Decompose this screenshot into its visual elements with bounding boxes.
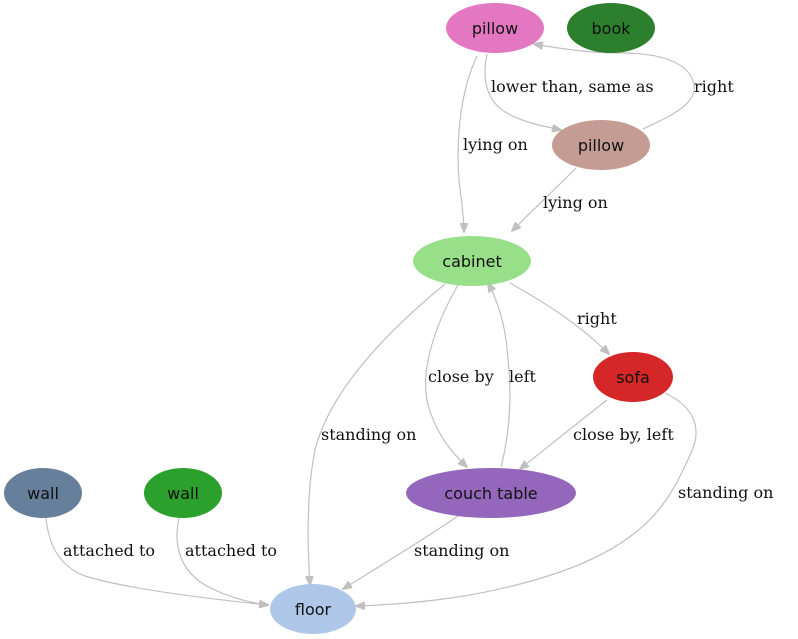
edge-label-close-by: close by [428, 367, 494, 386]
edge-sofa-couch-table [520, 399, 608, 469]
edge-label-attached-to-1: attached to [63, 541, 155, 560]
node-floor-shape [270, 584, 356, 634]
edge-label-attached-to-2: attached to [185, 541, 277, 560]
node-floor[interactable]: floor [270, 584, 356, 634]
edge-sofa-floor [356, 392, 697, 606]
edge-label-standing-on-cabinet: standing on [321, 425, 416, 444]
node-cabinet-shape [413, 236, 531, 286]
edge-labels: lower than, same as right lying on lying… [63, 77, 773, 560]
edge-label-lower-than-same-as: lower than, same as [491, 77, 654, 96]
edge-couch-table-cabinet [488, 283, 511, 468]
edge-wall2-floor [176, 517, 268, 605]
edge-label-close-by-left: close by, left [573, 425, 674, 444]
node-pillow-top-label: pillow [472, 19, 518, 38]
edge-pillow1-cabinet [457, 55, 478, 232]
node-sofa[interactable]: sofa [593, 352, 673, 402]
node-couch-table[interactable]: couch table [406, 468, 576, 518]
node-book-label: book [592, 19, 632, 38]
node-sofa-shape [593, 352, 673, 402]
node-cabinet-label: cabinet [442, 252, 501, 271]
edge-pillow1-pillow2 [484, 53, 561, 130]
edge-label-left: left [509, 367, 537, 386]
node-pillow-mid-shape [552, 120, 650, 170]
node-wall-right-label: wall [167, 484, 199, 503]
node-cabinet[interactable]: cabinet [413, 236, 531, 286]
node-book-shape [567, 3, 655, 53]
node-sofa-label: sofa [616, 368, 650, 387]
edge-label-right-sofa: right [577, 309, 617, 328]
edge-pillow2-cabinet [512, 167, 577, 231]
node-couch-table-shape [406, 468, 576, 518]
edge-cabinet-floor [308, 283, 446, 585]
node-pillow-top-shape [446, 3, 544, 53]
node-floor-label: floor [295, 600, 332, 619]
node-wall-left[interactable]: wall [4, 468, 82, 518]
edge-label-lying-on-2: lying on [543, 193, 608, 212]
edges [45, 44, 697, 606]
edge-couch-table-floor [343, 515, 459, 589]
node-book[interactable]: book [567, 3, 655, 53]
node-wall-left-shape [4, 468, 82, 518]
node-wall-right-shape [144, 468, 222, 518]
node-wall-left-label: wall [27, 484, 59, 503]
edge-label-right-pillow: right [694, 77, 734, 96]
edge-cabinet-couch-table [425, 284, 467, 467]
edge-label-lying-on-1: lying on [463, 135, 528, 154]
node-pillow-top[interactable]: pillow [446, 3, 544, 53]
nodes: pillow book pillow cabinet sofa couch ta… [4, 3, 673, 634]
edge-cabinet-sofa [509, 282, 609, 354]
edge-pillow2-pillow1 [534, 44, 695, 130]
edge-label-standing-on-couch-table: standing on [414, 541, 509, 560]
node-pillow-mid[interactable]: pillow [552, 120, 650, 170]
node-pillow-mid-label: pillow [578, 136, 624, 155]
node-wall-right[interactable]: wall [144, 468, 222, 518]
edge-wall1-floor [45, 516, 268, 605]
node-couch-table-label: couch table [444, 484, 537, 503]
edge-label-standing-on-sofa: standing on [678, 483, 773, 502]
